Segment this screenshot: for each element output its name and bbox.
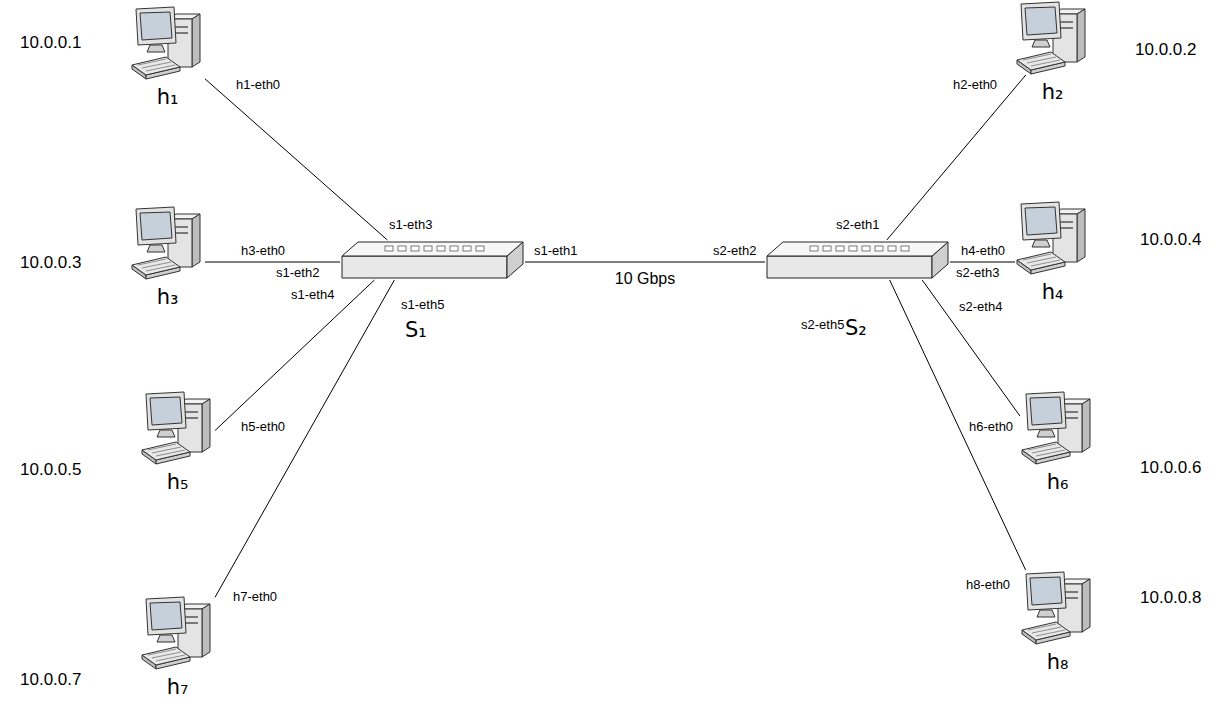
interface-label: h1-eth0 [235, 78, 281, 92]
interface-label: h7-eth0 [232, 590, 278, 604]
host-node: 10.0.0.8h₈ [1020, 570, 1095, 645]
switch-node: S₁ [340, 240, 525, 280]
switch-symbol [765, 240, 950, 280]
computer-icon [1015, 200, 1090, 275]
link-line [922, 280, 1020, 416]
ip-address: 10.0.0.1 [20, 33, 81, 53]
host-node: 10.0.0.4h₄ [1015, 200, 1090, 275]
interface-label: s1-eth3 [388, 218, 433, 232]
host-name: h₇ [167, 675, 189, 699]
link-line [215, 280, 394, 597]
link-line [215, 280, 374, 431]
host-name: h₈ [1047, 650, 1069, 674]
interface-label: s2-eth4 [958, 300, 1003, 314]
link-line [890, 280, 1026, 570]
computer-icon [130, 205, 205, 280]
host-name: h₃ [157, 285, 179, 309]
interface-label: h6-eth0 [968, 420, 1014, 434]
interface-label: s2-eth3 [955, 266, 1000, 280]
link-line [205, 262, 340, 263]
ip-address: 10.0.0.6 [1140, 458, 1201, 478]
ip-address: 10.0.0.3 [20, 253, 81, 273]
link-line [887, 75, 1026, 240]
host-name: h₂ [1042, 80, 1064, 104]
interface-label: s1-eth4 [290, 288, 335, 302]
interface-label: h3-eth0 [240, 244, 286, 258]
link-line [525, 262, 765, 263]
ip-address: 10.0.0.5 [20, 460, 81, 480]
interface-label: s2-eth1 [835, 218, 880, 232]
interface-label: s2-eth2 [712, 244, 757, 258]
interface-label: s1-eth1 [533, 244, 578, 258]
computer-icon [140, 595, 215, 670]
host-node: 10.0.0.5h₅ [140, 390, 215, 465]
ip-address: 10.0.0.8 [1140, 588, 1201, 608]
host-name: h₄ [1042, 280, 1064, 304]
interface-label: h8-eth0 [965, 578, 1011, 592]
switch-name: S₁ [405, 318, 427, 342]
link-line [205, 79, 387, 240]
host-node: 10.0.0.6h₆ [1020, 390, 1095, 465]
interface-label: s1-eth5 [400, 298, 445, 312]
switch-symbol [340, 240, 525, 280]
interface-label: h2-eth0 [952, 78, 998, 92]
switch-name: S₂ [845, 316, 867, 340]
interface-label: s2-eth5 [800, 318, 845, 332]
link-speed: 10 Gbps [614, 270, 676, 288]
ip-address: 10.0.0.2 [1135, 40, 1196, 60]
host-name: h₁ [157, 85, 179, 109]
switch-node: S₂ [765, 240, 950, 280]
host-node: 10.0.0.3h₃ [130, 205, 205, 280]
ip-address: 10.0.0.7 [20, 670, 81, 690]
link-line [950, 262, 1015, 263]
interface-label: h4-eth0 [960, 244, 1006, 258]
host-node: 10.0.0.1h₁ [130, 5, 205, 80]
host-name: h₅ [167, 470, 189, 494]
computer-icon [1020, 570, 1095, 645]
computer-icon [140, 390, 215, 465]
interface-label: h5-eth0 [240, 420, 286, 434]
computer-icon [1015, 0, 1090, 75]
host-node: 10.0.0.2h₂ [1015, 0, 1090, 75]
computer-icon [1020, 390, 1095, 465]
interface-label: s1-eth2 [275, 266, 320, 280]
ip-address: 10.0.0.4 [1140, 230, 1201, 250]
host-name: h₆ [1047, 470, 1069, 494]
computer-icon [130, 5, 205, 80]
host-node: 10.0.0.7h₇ [140, 595, 215, 670]
